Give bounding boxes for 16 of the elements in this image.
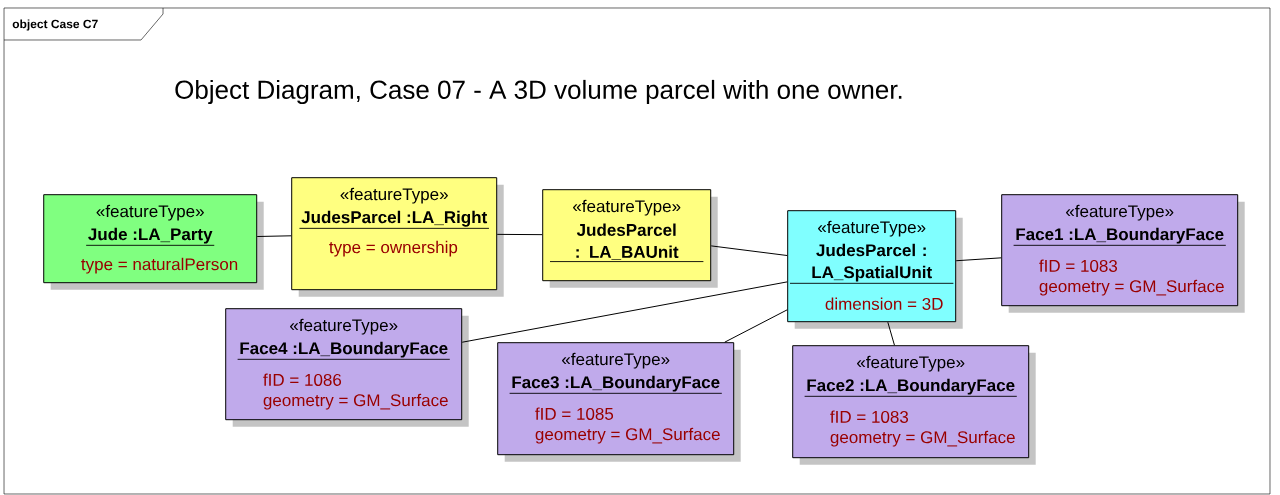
connector-line bbox=[256, 235, 292, 237]
object-box: «featureType» Face2 :LA_BoundaryFace fID = 1083 geometry = GM_Surface bbox=[792, 345, 1036, 465]
connector-line bbox=[461, 281, 788, 343]
connector-line bbox=[710, 245, 788, 256]
object-box: «featureType» Face1 :LA_BoundaryFace fID = 1083 geometry = GM_Surface bbox=[1001, 194, 1245, 313]
connector-line bbox=[496, 233, 543, 236]
object-box: «featureType» Face4 :LA_BoundaryFace fID = 1086 geometry = GM_Surface bbox=[225, 308, 469, 427]
object-box: «featureType» Jude :LA_Party type = naturalPerson bbox=[43, 194, 264, 290]
object-box: «featureType» Face3 :LA_BoundaryFace fID = 1085 geometry = GM_Surface bbox=[497, 342, 741, 462]
diagram-title: Object Diagram, Case 07 - A 3D volume parcel with one owner. bbox=[175, 79, 902, 105]
object-box: «featureType» JudesParcel : LA_BAUnit bbox=[542, 189, 718, 288]
connector-line bbox=[955, 257, 1002, 262]
connector-line bbox=[887, 321, 895, 346]
connector-line bbox=[724, 309, 788, 343]
object-box: «featureType» JudesParcel : LA_SpatialUnit dimension = 3D bbox=[787, 210, 963, 329]
object-box: «featureType» JudesParcel :LA_Right type = ownership bbox=[291, 177, 504, 297]
